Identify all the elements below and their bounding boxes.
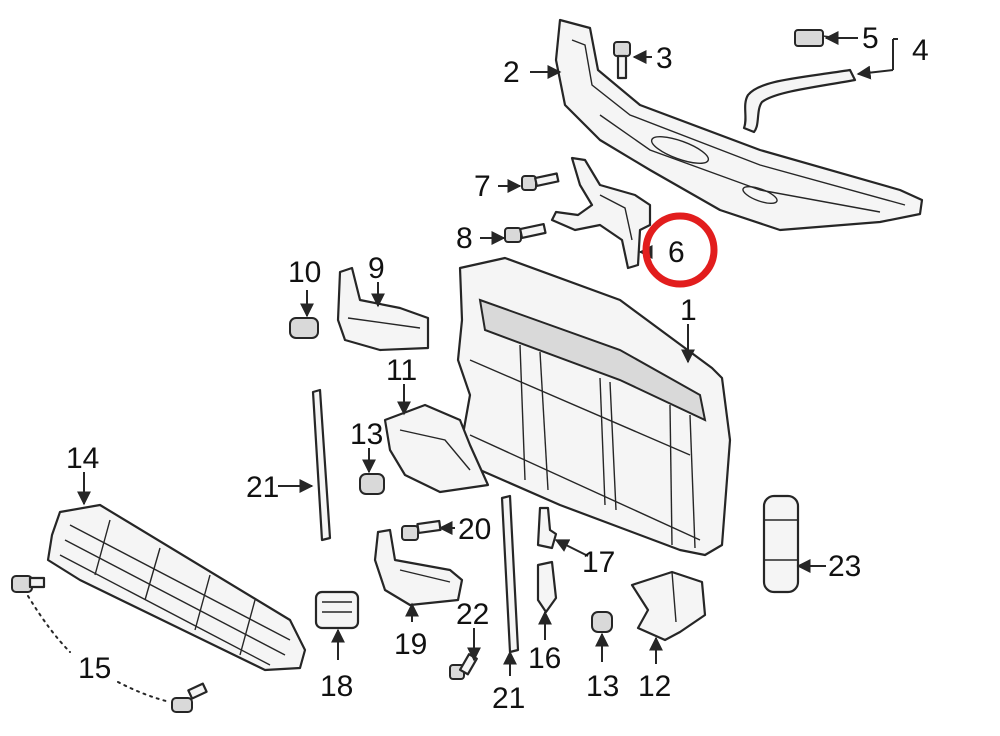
callout-6: 6 (668, 236, 685, 269)
part-canister-23 (762, 494, 800, 594)
callout-19: 19 (394, 628, 427, 661)
part-bolt-8 (504, 222, 547, 243)
part-air-duct-12 (630, 570, 707, 642)
callout-13-upper: 13 (350, 418, 383, 451)
part-air-guide-11 (383, 403, 490, 494)
callout-15: 15 (78, 652, 111, 685)
part-seal-21-left (311, 388, 332, 542)
callout-labels: 1 2 3 4 5 6 7 8 9 10 11 13 21 14 20 17 2… (66, 22, 929, 715)
callout-7: 7 (474, 170, 491, 203)
part-bolt-15b (171, 682, 208, 713)
part-bracket-19 (373, 528, 464, 607)
part-bracket-16 (536, 560, 558, 614)
part-bracket-17 (536, 506, 558, 550)
callout-3: 3 (656, 42, 673, 75)
part-latch-bracket (550, 156, 652, 270)
callout-23: 23 (828, 550, 861, 583)
callout-22: 22 (456, 598, 489, 631)
callout-12: 12 (638, 670, 671, 703)
callout-14: 14 (66, 442, 99, 475)
part-bolt-20 (401, 519, 442, 541)
callout-18: 18 (320, 670, 353, 703)
callout-1: 1 (680, 294, 697, 327)
part-upper-reinforcement (554, 18, 924, 232)
part-radiator-support (456, 256, 732, 557)
callout-11: 11 (386, 354, 417, 387)
part-clip-13-lower (591, 611, 613, 633)
part-bolt-7 (521, 172, 560, 191)
part-clip-13-upper (359, 473, 385, 495)
callout-13-lower: 13 (586, 670, 619, 703)
callout-21-center: 21 (492, 682, 525, 715)
callout-4: 4 (912, 34, 929, 67)
part-bolt-15a (11, 575, 46, 593)
part-lower-grille (46, 503, 307, 672)
callout-17: 17 (582, 546, 615, 579)
callout-21-left: 21 (246, 471, 279, 504)
callout-8: 8 (456, 222, 473, 255)
callout-20: 20 (458, 513, 491, 546)
part-bolt-22 (449, 653, 478, 680)
part-latch-cable (742, 29, 857, 134)
part-bolt-3 (613, 41, 631, 80)
callout-2: 2 (503, 56, 520, 89)
leader-lines (27, 31, 898, 703)
part-module-18 (314, 590, 360, 630)
callout-5: 5 (862, 22, 879, 55)
part-clip-10 (289, 317, 319, 339)
callout-16: 16 (528, 642, 561, 675)
part-seal-21-center (500, 494, 520, 654)
highlight-ring (642, 212, 718, 288)
part-bracket-9 (336, 266, 430, 352)
callout-9: 9 (368, 252, 385, 285)
callout-10: 10 (288, 256, 321, 289)
